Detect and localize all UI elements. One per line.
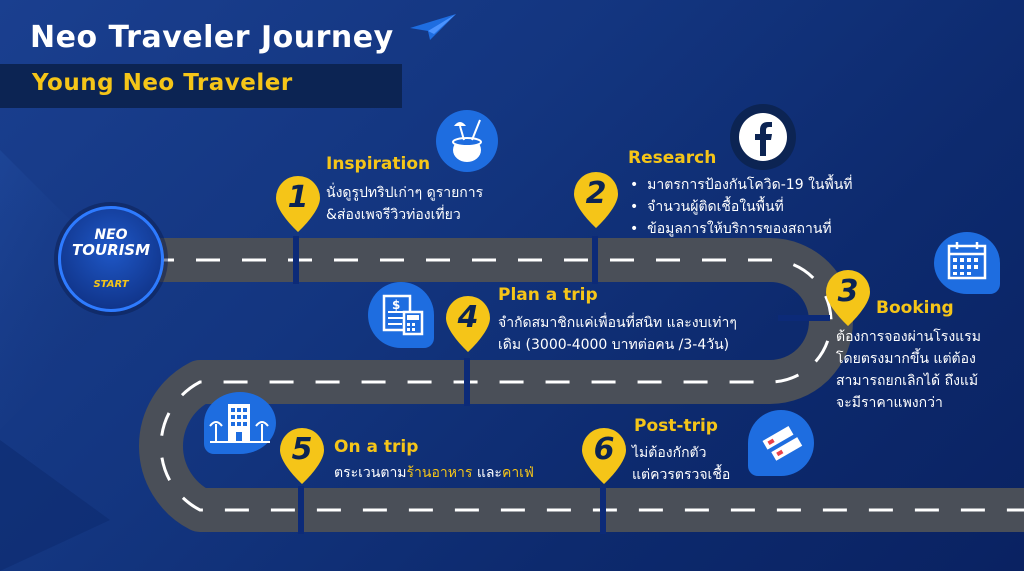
step-4-line-2: เดิม (3000-4000 บาทต่อคน /3-4วัน) (498, 337, 730, 353)
svg-text:$: $ (392, 298, 400, 312)
step-6-marker: 6 (582, 428, 626, 484)
start-label: START (93, 279, 129, 290)
step-2-marker: 2 (574, 172, 618, 228)
road-lane-markings (150, 258, 1024, 512)
test-kit-icon (748, 410, 814, 476)
road-separator (778, 315, 830, 321)
step-6-title: Post-trip (634, 416, 718, 436)
step-2-bullet-2: • จำนวนผู้ติดเชื้อในพื้นที่ (630, 199, 784, 215)
logo-tourism-text: TOURISM (71, 241, 151, 259)
step-5-marker: 5 (280, 428, 324, 484)
step-number: 6 (593, 432, 615, 467)
map-pin-icon (574, 172, 618, 228)
step-4-title: Plan a trip (498, 285, 598, 305)
step-4-marker: 4 (446, 296, 490, 352)
neo-tourism-logo: NEO TOURISM START (58, 206, 164, 312)
subtitle-bar (0, 64, 402, 108)
step-number: 5 (291, 432, 313, 467)
bullet-text: มาตรการป้องกันโควิด-19 ในพื้นที่ (647, 177, 853, 193)
map-pin-icon (280, 428, 324, 484)
step-1-marker: 1 (276, 176, 320, 232)
step-4-line-1: จำกัดสมาชิกแค่เพื่อนที่สนิท และงบเท่าๆ (498, 315, 737, 331)
step-1-title: Inspiration (326, 154, 431, 174)
coconut-drink-icon (436, 110, 498, 172)
step-1-line-1: นั่งดูรูปทริปเก่าๆ ดูรายการ (326, 185, 484, 201)
step-2-bullet-3: • ข้อมูลการให้บริการของสถานที่ (630, 221, 832, 237)
step-number: 2 (585, 176, 607, 211)
step-2-bullet-1: • มาตรการป้องกันโควิด-19 ในพื้นที่ (630, 177, 853, 193)
road-separator (298, 486, 304, 534)
hotel-icon (204, 392, 276, 454)
logo-neo-text: NEO (94, 227, 128, 243)
step-6-line-2: แต่ควรตรวจเชื้อ (632, 467, 731, 483)
road-separator (464, 358, 470, 406)
step-3-line-3: สามารถยกเลิกได้ ถึงแม้ (836, 373, 979, 389)
page-subtitle: Young Neo Traveler (32, 70, 293, 96)
road-separator (592, 236, 598, 284)
paper-plane-icon (410, 14, 456, 40)
step-number: 1 (287, 180, 309, 215)
map-pin-icon (582, 428, 626, 484)
facebook-icon (730, 104, 796, 170)
bullet-text: จำนวนผู้ติดเชื้อในพื้นที่ (647, 199, 784, 215)
step-2-title: Research (628, 148, 717, 168)
road-separator (600, 486, 606, 534)
bullet-text: ข้อมูลการให้บริการของสถานที่ (647, 221, 832, 237)
step-3-marker: 3 (826, 270, 870, 326)
step-number: 3 (837, 274, 859, 309)
step-5-title: On a trip (334, 437, 419, 457)
step-3-line-4: จะมีราคาแพงกว่า (836, 395, 943, 411)
step-3-line-1: ต้องการจองผ่านโรงแรม (836, 329, 981, 345)
road-separator (293, 236, 299, 284)
map-pin-icon (276, 176, 320, 232)
budget-calculator-icon: $ (368, 282, 434, 348)
map-pin-icon (826, 270, 870, 326)
step-5-highlight-cafe: คาเฟ่ (501, 465, 534, 481)
step-6-line-1: ไม่ต้องกักตัว (632, 445, 707, 461)
step-1-line-2: &ส่องเพจรีวิวท่องเที่ยว (326, 207, 461, 223)
step-5-highlight-restaurant: ร้านอาหาร (406, 465, 473, 481)
page-title: Neo Traveler Journey (30, 20, 394, 55)
step-5-text: ตระเวนตาม (334, 465, 407, 481)
calendar-icon (934, 232, 1000, 294)
step-number: 4 (457, 300, 479, 335)
step-3-line-2: โดยตรงมากขึ้น แต่ต้อง (836, 351, 976, 367)
background-shape (0, 440, 110, 571)
step-5-line-1: ตระเวนตามร้านอาหาร และคาเฟ่ (334, 462, 534, 484)
step-5-text: และ (472, 465, 502, 481)
map-pin-icon (446, 296, 490, 352)
step-3-title: Booking (876, 298, 954, 318)
